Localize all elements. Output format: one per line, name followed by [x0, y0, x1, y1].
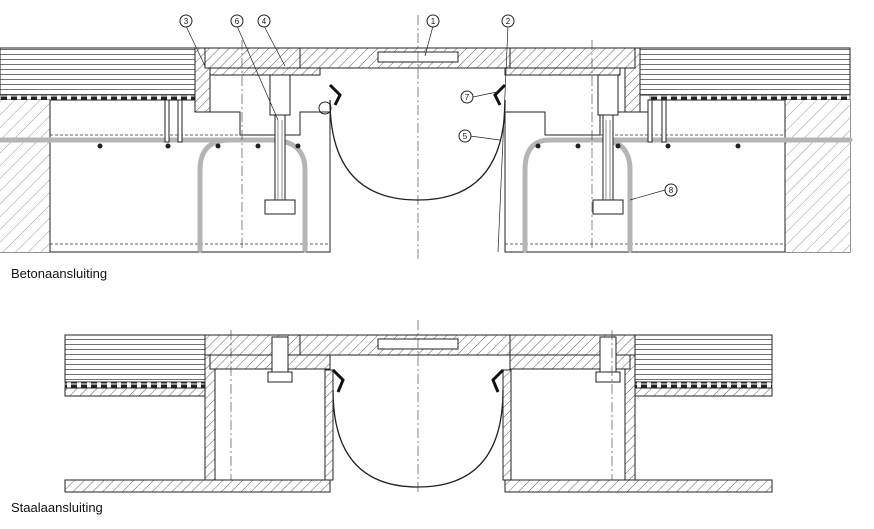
callout-5: 5 [463, 132, 468, 141]
callout-3: 3 [184, 17, 189, 26]
seal-band-left [0, 94, 196, 101]
seal-band-right [649, 94, 851, 101]
rebar-right [522, 137, 853, 253]
steel-surface-left [64, 334, 206, 383]
caption-concrete-connection: Betonaansluiting [11, 266, 108, 281]
rebar-dots [97, 143, 741, 149]
callout-1: 1 [431, 17, 436, 26]
caption-steel-connection: Staalaansluiting [11, 500, 103, 515]
surface-layers-right [634, 47, 851, 96]
callout-8: 8 [669, 186, 674, 195]
concrete-hatch-left [0, 100, 50, 252]
callouts-top: 3 6 4 1 2 7 5 8 [179, 14, 678, 197]
callout-2: 2 [506, 17, 511, 26]
callout-4: 4 [262, 17, 267, 26]
rubber-seal-concrete [329, 99, 506, 201]
surface-layers-left [0, 47, 206, 96]
callout-6: 6 [235, 17, 240, 26]
steel-connection-section [64, 320, 773, 495]
callout-7: 7 [465, 93, 470, 102]
concrete-connection-section: 3 6 4 1 2 7 5 8 [0, 14, 853, 260]
steel-surface-right [634, 334, 773, 383]
steel-profile-right [504, 47, 641, 113]
concrete-hatch-right [785, 100, 850, 252]
anchor-studs [164, 99, 667, 143]
cover-plate [299, 47, 511, 69]
